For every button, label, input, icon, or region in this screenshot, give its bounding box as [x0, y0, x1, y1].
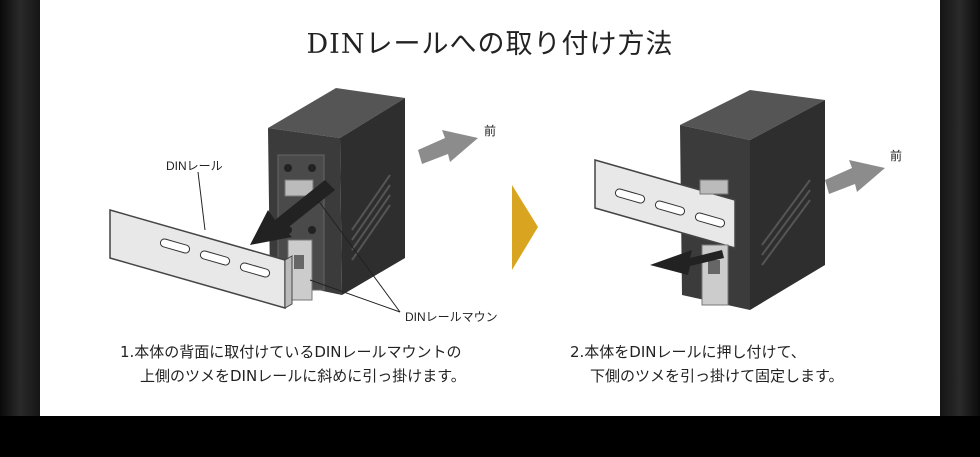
front-label: 前 — [484, 123, 496, 138]
step2-caption: 2.本体をDINレールに押し付けて、 下側のツメを引っ掛けて固定します。 — [570, 340, 844, 388]
step1-caption-line1: 1.本体の背面に取付けているDINレールマウントの — [120, 343, 462, 361]
din-rail — [109, 209, 286, 309]
upper-claw — [284, 179, 314, 197]
rail-label: DINレール — [166, 159, 223, 173]
device-top — [268, 88, 405, 138]
front-arrow — [418, 130, 478, 164]
step1-illustration: DINレール 前 DINレールマウント — [109, 88, 500, 324]
step2-illustration: 前 — [594, 90, 902, 310]
step1-caption-line2: 上側のツメをDINレールに斜めに引っ掛けます。 — [140, 367, 466, 385]
page-title: DINレールへの取り付け方法 — [306, 29, 674, 60]
step1-caption: 1.本体の背面に取付けているDINレールマウントの 上側のツメをDINレールに斜… — [120, 340, 466, 388]
step-arrow-icon — [512, 185, 538, 270]
front-label-2: 前 — [890, 148, 902, 163]
instruction-panel: DINレールへの取り付け方法 DINレール — [40, 0, 940, 416]
insert-arrow — [250, 180, 335, 245]
pull-arrow — [650, 250, 724, 275]
bottom-bar — [0, 416, 980, 457]
step2-caption-line1: 2.本体をDINレールに押し付けて、 — [570, 343, 806, 361]
step2-caption-line2: 下側のツメを引っ掛けて固定します。 — [590, 367, 844, 385]
mount-label: DINレールマウント — [405, 310, 500, 324]
device-side — [340, 98, 405, 295]
